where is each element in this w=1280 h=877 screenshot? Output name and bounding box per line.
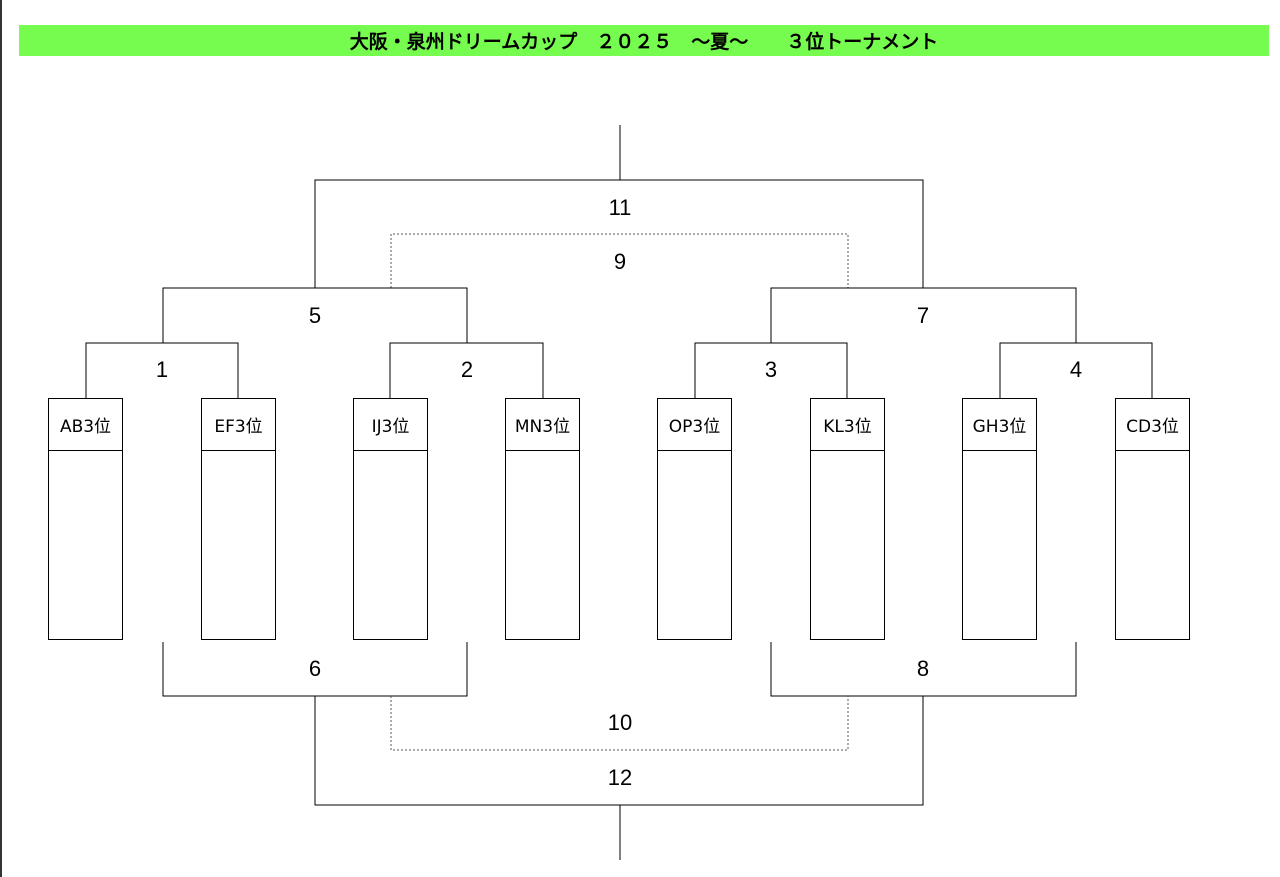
- match-number-5: 5: [308, 303, 322, 328]
- match-number-7: 7: [916, 303, 930, 328]
- match-number-2: 2: [460, 357, 474, 382]
- seed-result-slot: [354, 451, 427, 639]
- match-number-6: 6: [308, 656, 322, 681]
- bracket-line-match-10: [390, 696, 849, 751]
- seed-label: EF3位: [202, 399, 275, 451]
- seed-label: MN3位: [506, 399, 579, 451]
- match-number-3: 3: [764, 357, 778, 382]
- bracket-line-match-3: [694, 342, 848, 398]
- seed-box-kl3: KL3位: [810, 398, 885, 640]
- match-number-12: 12: [607, 765, 633, 790]
- seed-result-slot: [202, 451, 275, 639]
- bracket-line-match-5: [162, 287, 468, 343]
- match-number-8: 8: [916, 656, 930, 681]
- seed-result-slot: [658, 451, 731, 639]
- seed-label: KL3位: [811, 399, 884, 451]
- bracket-line-match-7: [770, 287, 1077, 343]
- seed-label: GH3位: [963, 399, 1036, 451]
- seed-result-slot: [811, 451, 884, 639]
- match-number-1: 1: [155, 357, 169, 382]
- seed-box-op3: OP3位: [657, 398, 732, 640]
- match-number-9: 9: [613, 249, 627, 274]
- page-title: 大阪・泉州ドリームカップ ２０２５ ～夏～ ３位トーナメント: [19, 25, 1269, 56]
- seed-box-ef3: EF3位: [201, 398, 276, 640]
- bracket-line-match-1: [85, 342, 239, 398]
- seed-label: CD3位: [1116, 399, 1189, 451]
- bracket-line-match-12: [314, 696, 924, 806]
- seed-result-slot: [1116, 451, 1189, 639]
- seed-box-gh3: GH3位: [962, 398, 1037, 640]
- seed-box-cd3: CD3位: [1115, 398, 1190, 640]
- seed-label: AB3位: [49, 399, 122, 451]
- match-number-4: 4: [1069, 357, 1083, 382]
- seed-box-ij3: IJ3位: [353, 398, 428, 640]
- seed-result-slot: [506, 451, 579, 639]
- bracket-line-match-11: [314, 179, 924, 288]
- seed-result-slot: [963, 451, 1036, 639]
- page-left-edge: [0, 0, 2, 877]
- bracket-line-match-9: [390, 233, 849, 288]
- bracket-line-match-2: [389, 342, 544, 398]
- seed-box-mn3: MN3位: [505, 398, 580, 640]
- match-number-11: 11: [608, 195, 632, 220]
- bracket-line-match-4: [999, 342, 1153, 398]
- match-number-10: 10: [607, 710, 633, 735]
- seed-box-ab3: AB3位: [48, 398, 123, 640]
- seed-label: IJ3位: [354, 399, 427, 451]
- seed-result-slot: [49, 451, 122, 639]
- seed-label: OP3位: [658, 399, 731, 451]
